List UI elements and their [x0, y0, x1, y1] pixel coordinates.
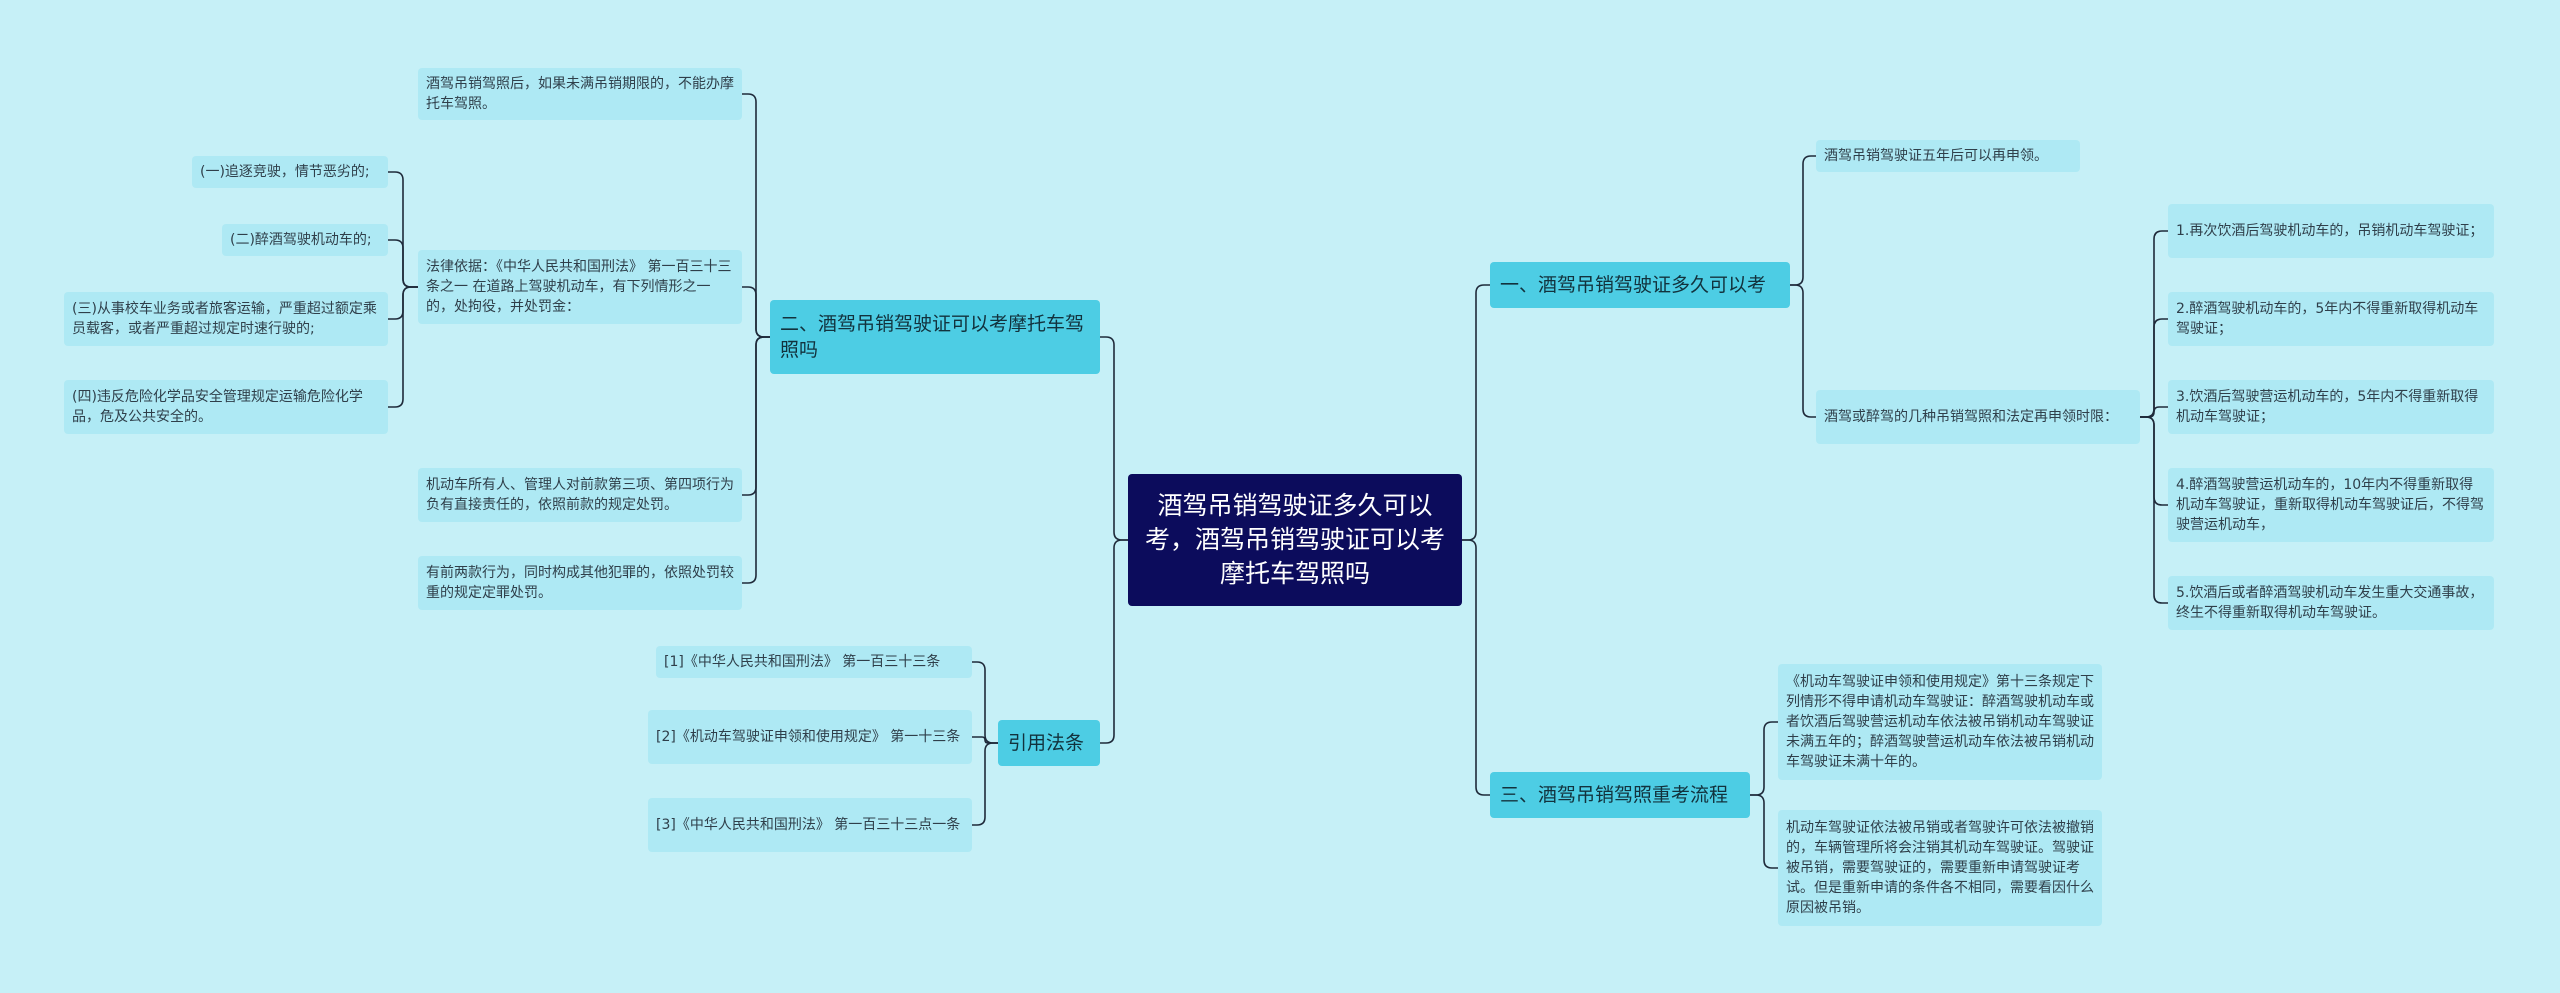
connector-line	[2140, 318, 2168, 418]
connector-line	[2140, 416, 2168, 604]
leaf-regulation-13[interactable]: 《机动车驾驶证申领和使用规定》第十三条规定下列情形不得申请机动车驾驶证：醉酒驾驶…	[1778, 664, 2102, 780]
connector-line	[972, 661, 998, 744]
leaf-not-eligible[interactable]: 酒驾吊销驾照后，如果未满吊销期限的，不能办摩托车驾照。	[418, 68, 742, 120]
leaf-limit-5[interactable]: 5.饮酒后或者醉酒驾驶机动车发生重大交通事故，终生不得重新取得机动车驾驶证。	[2168, 576, 2494, 630]
leaf-clause-2[interactable]: (二)醉酒驾驶机动车的;	[222, 224, 388, 256]
leaf-limit-1[interactable]: 1.再次饮酒后驾驶机动车的，吊销机动车驾驶证；	[2168, 204, 2494, 258]
connector-line	[1790, 284, 1816, 418]
branch-cited-laws[interactable]: 引用法条	[998, 720, 1100, 766]
connector-line	[1790, 155, 1816, 286]
connector-line	[1462, 539, 1490, 796]
leaf-limit-3[interactable]: 3.饮酒后驾驶营运机动车的，5年内不得重新取得机动车驾驶证；	[2168, 380, 2494, 434]
leaf-reapply-exam[interactable]: 机动车驾驶证依法被吊销或者驾驶许可依法被撤销的，车辆管理所将会注销其机动车驾驶证…	[1778, 810, 2102, 926]
connector-line	[1462, 284, 1490, 541]
leaf-time-limits[interactable]: 酒驾或醉驾的几种吊销驾照和法定再申领时限：	[1816, 390, 2140, 444]
leaf-five-years[interactable]: 酒驾吊销驾驶证五年后可以再申领。	[1816, 140, 2080, 172]
connector-line	[742, 286, 770, 338]
leaf-citation-2[interactable]: [2]《机动车驾驶证申领和使用规定》 第一十三条	[648, 710, 972, 764]
leaf-clause-3[interactable]: (三)从事校车业务或者旅客运输，严重超过额定乘员载客，或者严重超过规定时速行驶的…	[64, 292, 388, 346]
leaf-legal-basis[interactable]: 法律依据：《中华人民共和国刑法》 第一百三十三条之一 在道路上驾驶机动车，有下列…	[418, 250, 742, 324]
branch-revocation-retake-period[interactable]: 一、酒驾吊销驾驶证多久可以考	[1490, 262, 1790, 308]
leaf-heavier-penalty[interactable]: 有前两款行为，同时构成其他犯罪的，依照处罚较重的规定定罪处罚。	[418, 556, 742, 610]
leaf-owner-liability[interactable]: 机动车所有人、管理人对前款第三项、第四项行为负有直接责任的，依照前款的规定处罚。	[418, 468, 742, 522]
connector-line	[742, 336, 770, 584]
root-topic[interactable]: 酒驾吊销驾驶证多久可以考，酒驾吊销驾驶证可以考摩托车驾照吗	[1128, 474, 1462, 606]
connector-line	[1100, 336, 1128, 541]
leaf-citation-3[interactable]: [3]《中华人民共和国刑法》 第一百三十三点一条	[648, 798, 972, 852]
leaf-limit-4[interactable]: 4.醉酒驾驶营运机动车的，10年内不得重新取得机动车驾驶证，重新取得机动车驾驶证…	[2168, 468, 2494, 542]
leaf-limit-2[interactable]: 2.醉酒驾驶机动车的，5年内不得重新取得机动车驾驶证；	[2168, 292, 2494, 346]
connector-line	[972, 736, 998, 744]
leaf-citation-1[interactable]: [1]《中华人民共和国刑法》 第一百三十三条	[656, 646, 972, 678]
leaf-clause-1[interactable]: (一)追逐竞驶，情节恶劣的;	[192, 156, 388, 188]
leaf-clause-4[interactable]: (四)违反危险化学品安全管理规定运输危险化学品，危及公共安全的。	[64, 380, 388, 434]
connector-line	[388, 286, 418, 408]
branch-retake-process[interactable]: 三、酒驾吊销驾照重考流程	[1490, 772, 1750, 818]
connector-line	[388, 239, 418, 288]
connector-line	[1750, 794, 1778, 869]
branch-motorcycle-license[interactable]: 二、酒驾吊销驾驶证可以考摩托车驾照吗	[770, 300, 1100, 374]
connector-line	[1100, 539, 1128, 744]
connector-line	[1750, 721, 1778, 796]
connector-line	[2140, 406, 2168, 418]
connector-line	[972, 742, 998, 826]
